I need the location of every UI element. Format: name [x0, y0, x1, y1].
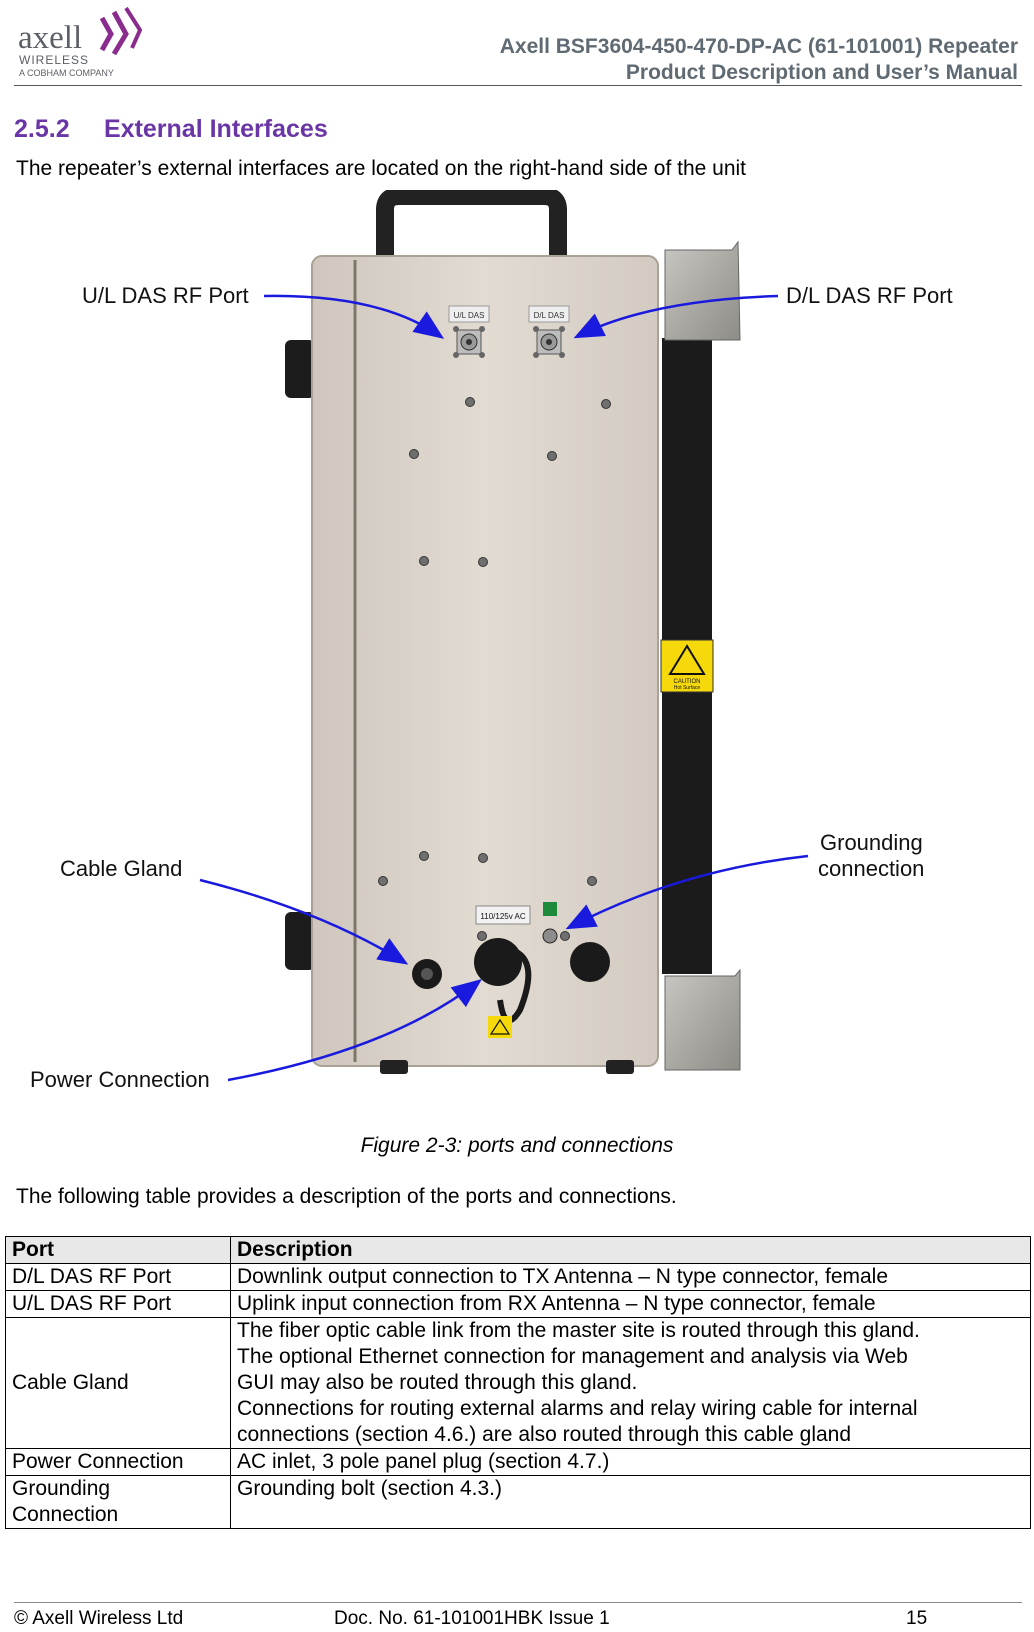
ac-label-plate: [475, 905, 531, 925]
foot-right: [606, 1060, 634, 1074]
description-line: GUI may also be routed through this glan…: [237, 1371, 638, 1394]
logo-cobham: A COBHAM COMPANY: [19, 68, 114, 78]
logo-chevron-1: [99, 16, 114, 52]
section-heading: 2.5.2 External Interfaces: [14, 115, 328, 144]
dl-das-connector: [533, 326, 565, 358]
power-connector-cap-strap: [497, 947, 532, 1024]
blank-plug: [570, 942, 610, 982]
callout-dl-das-rf-port: D/L DAS RF Port: [786, 283, 953, 308]
footer-doc-number: Doc. No. 61-101001HBK Issue 1: [334, 1608, 610, 1629]
side-knob-top: [285, 340, 315, 398]
hot-surface-icon: [668, 644, 706, 675]
header-divider: [14, 85, 1022, 86]
caution-text: CAUTION: [674, 679, 701, 685]
electrical-warning-label: [488, 1016, 512, 1038]
unit-panel: [311, 255, 659, 1067]
section-number: 2.5.2: [14, 115, 70, 143]
callout-power-connection: Power Connection: [30, 1067, 210, 1092]
row-port: D/L DAS RF Port: [5, 1263, 231, 1291]
carry-handle: [376, 187, 567, 258]
section-title: External Interfaces: [104, 115, 328, 143]
ground-indicator-label: [543, 902, 557, 916]
electrical-warning-icon: [489, 1018, 511, 1035]
caution-label: [660, 639, 714, 693]
panel-screws: [378, 397, 611, 941]
table-row: Power Connection AC inlet, 3 pole panel …: [5, 1448, 1031, 1476]
figure-caption: Figure 2-3: ports and connections: [360, 1134, 674, 1157]
row-port: Grounding Connection: [5, 1475, 231, 1529]
ac-label-text: 110/125v AC: [480, 912, 525, 921]
row-description: Uplink input connection from RX Antenna …: [230, 1290, 1031, 1318]
arrow-grounding: [565, 854, 809, 930]
footer-copyright: © Axell Wireless Ltd: [14, 1608, 184, 1629]
callout-grounding-line2: connection: [818, 856, 924, 881]
footer-divider: [14, 1602, 1022, 1603]
table-row: U/L DAS RF Port Uplink input connection …: [5, 1290, 1031, 1318]
axell-logo: axell WIRELESS A COBHAM COMPANY: [16, 4, 156, 80]
logo-word: axell: [18, 20, 82, 56]
description-line: The fiber optic cable link from the mast…: [237, 1319, 920, 1342]
cable-gland-center: [421, 968, 433, 980]
port-line: Connection: [12, 1503, 119, 1526]
arrow-ul-das: [263, 294, 445, 339]
ul-das-plate: [448, 305, 490, 323]
description-line: Connections for routing external alarms …: [237, 1397, 918, 1420]
side-knob-bottom: [285, 912, 315, 970]
section-intro: The repeater’s external interfaces are l…: [16, 157, 747, 180]
row-port: Cable Gland: [5, 1317, 231, 1449]
row-port: U/L DAS RF Port: [5, 1290, 231, 1318]
row-description: Downlink output connection to TX Antenna…: [230, 1263, 1031, 1291]
document-title-line2: Product Description and User’s Manual: [625, 61, 1018, 84]
row-description: Grounding bolt (section 4.3.): [230, 1475, 1031, 1529]
callout-cable-gland: Cable Gland: [60, 856, 182, 881]
row-port: Power Connection: [5, 1448, 231, 1476]
table-intro: The following table provides a descripti…: [16, 1185, 677, 1208]
description-line: connections (section 4.6.) are also rout…: [237, 1423, 852, 1446]
footer-page-number: 15: [906, 1608, 928, 1629]
arrow-dl-das: [573, 294, 779, 339]
ports-table: Port Description D/L DAS RF Port Downlin…: [5, 1236, 1031, 1529]
dl-das-plate: [528, 305, 570, 323]
document-title-line1: Axell BSF3604-450-470-DP-AC (61-101001) …: [499, 35, 1018, 58]
logo-wireless: WIRELESS: [19, 53, 89, 67]
power-connector: [474, 938, 522, 986]
row-description: The fiber optic cable link from the mast…: [230, 1317, 1031, 1449]
logo-chevron-2: [111, 10, 129, 56]
table-header-row: Port Description: [5, 1236, 1031, 1264]
table-row: Cable Gland The fiber optic cable link f…: [5, 1317, 1031, 1449]
callout-grounding-line1: Grounding: [820, 830, 923, 855]
foot-left: [380, 1060, 408, 1074]
port-line: Grounding: [12, 1477, 111, 1500]
table-row: Grounding Connection Grounding bolt (sec…: [5, 1475, 1031, 1529]
ports-figure: CAUTION Hot Surface U/L DAS D/L DAS: [0, 187, 1034, 1130]
grounding-bolt: [542, 928, 558, 944]
header-port: Port: [5, 1236, 231, 1264]
logo-chevron-3: [124, 6, 143, 49]
arrow-cable-gland: [199, 878, 409, 965]
dl-das-plate-text: D/L DAS: [534, 311, 565, 320]
description-line: The optional Ethernet connection for man…: [237, 1345, 908, 1368]
mount-bracket-bottom: [664, 968, 741, 1071]
hot-surface-text: Hot Surface: [674, 685, 701, 691]
document-title: Axell BSF3604-450-470-DP-AC (61-101001) …: [500, 34, 1018, 86]
ul-das-plate-text: U/L DAS: [454, 311, 485, 320]
arrow-power: [227, 978, 482, 1082]
table-row: D/L DAS RF Port Downlink output connecti…: [5, 1263, 1031, 1291]
callout-ul-das-rf-port: U/L DAS RF Port: [82, 283, 249, 308]
row-description: AC inlet, 3 pole panel plug (section 4.7…: [230, 1448, 1031, 1476]
header-description: Description: [230, 1236, 1031, 1264]
ul-das-connector: [453, 326, 485, 358]
mount-bracket-top: [664, 240, 741, 341]
